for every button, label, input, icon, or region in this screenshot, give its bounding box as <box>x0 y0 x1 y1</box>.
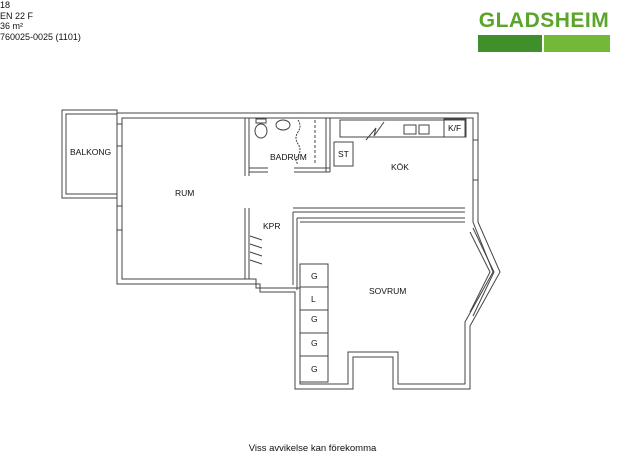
shower-curtain <box>295 119 301 165</box>
wall-badrum-right <box>325 118 331 172</box>
wall-rum-badrum-low <box>244 208 250 279</box>
fridge-box <box>443 118 467 138</box>
logo-bar-light <box>544 35 610 52</box>
kitchen-counter <box>339 119 466 138</box>
logo-text: GLADSHEIM <box>478 9 610 32</box>
wall-sovrum-top <box>297 217 465 223</box>
logo-bar-dark <box>478 35 542 52</box>
closet-label: G <box>311 314 318 324</box>
closet-dividers <box>300 286 328 357</box>
label-balkong: BALKONG <box>70 147 111 157</box>
sink <box>403 124 417 135</box>
logo-bars <box>478 35 610 52</box>
storage-box <box>333 141 354 167</box>
info-area: 36 m² <box>0 21 24 31</box>
wall-kitchen-bottom <box>293 207 465 213</box>
wall-rum-badrum <box>244 118 250 176</box>
gladsheim-logo: GLADSHEIM <box>478 8 610 52</box>
stove-mark <box>365 121 385 141</box>
label-kf: K/F <box>448 123 461 133</box>
label-st: ST <box>338 149 349 159</box>
toilet-bowl <box>254 123 268 139</box>
property-info: 18 EN 22 F 36 m² 760025-0025 (1101) <box>0 0 81 42</box>
window-kitchen <box>473 139 478 181</box>
coat-hooks <box>249 235 263 265</box>
label-kpr: KPR <box>263 221 280 231</box>
label-sovrum: SOVRUM <box>369 286 406 296</box>
washbasin <box>275 119 291 131</box>
closet-label: G <box>311 364 318 374</box>
wall-badrum-bottom <box>249 167 330 173</box>
label-badrum: BADRUM <box>270 152 307 162</box>
info-line-2: EN 22 F <box>0 10 34 21</box>
sink-2 <box>418 124 430 135</box>
closet-label: G <box>311 271 318 281</box>
bay-window <box>469 227 495 317</box>
wall-kpr-right <box>292 212 298 290</box>
info-object-number: 760025-0025 (1101) <box>0 31 81 42</box>
closet-label: L <box>311 294 316 304</box>
disclaimer: Viss avvikelse kan förekomma <box>248 443 377 454</box>
outer-wall-inner <box>121 117 494 385</box>
window-rum <box>117 123 122 231</box>
toilet-tank <box>255 118 267 124</box>
balcony-inner <box>65 113 118 195</box>
info-line-1: 18 <box>0 0 11 10</box>
outer-wall <box>116 112 501 390</box>
label-rum: RUM <box>175 188 194 198</box>
closet-label: G <box>311 338 318 348</box>
label-kok: KÖK <box>391 162 409 172</box>
closets-column <box>299 263 329 383</box>
